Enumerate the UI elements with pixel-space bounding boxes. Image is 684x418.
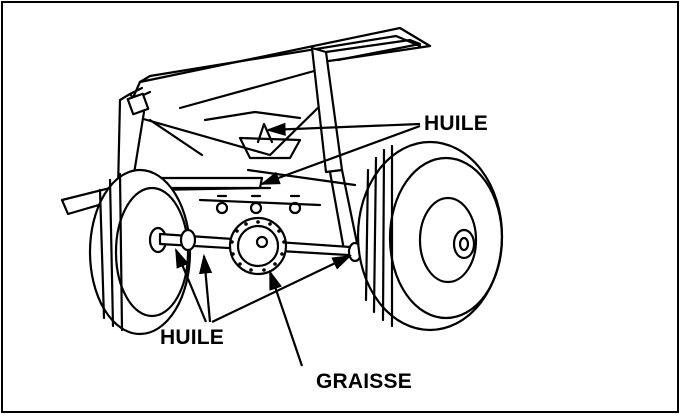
diagram-border bbox=[1, 1, 679, 413]
oil-label-top: HUILE bbox=[424, 112, 488, 135]
arrow-oil-bottom-3 bbox=[211, 255, 352, 323]
grease-label: GRAISSE bbox=[316, 370, 412, 393]
frame-bolts bbox=[215, 194, 302, 215]
arrow-oil-top-1 bbox=[265, 122, 421, 136]
arrow-grease bbox=[268, 269, 304, 367]
leader-arrows bbox=[174, 122, 421, 367]
arrow-oil-bottom-2 bbox=[199, 253, 213, 323]
arrow-oil-top-2 bbox=[259, 124, 421, 186]
spinner-gear bbox=[228, 216, 288, 276]
right-wheel bbox=[356, 140, 504, 332]
gear-teeth bbox=[230, 220, 286, 272]
left-wheel bbox=[88, 168, 192, 336]
handle-frame bbox=[116, 38, 422, 252]
arrow-oil-bottom-1 bbox=[174, 247, 208, 323]
oil-label-bottom: HUILE bbox=[160, 326, 224, 349]
